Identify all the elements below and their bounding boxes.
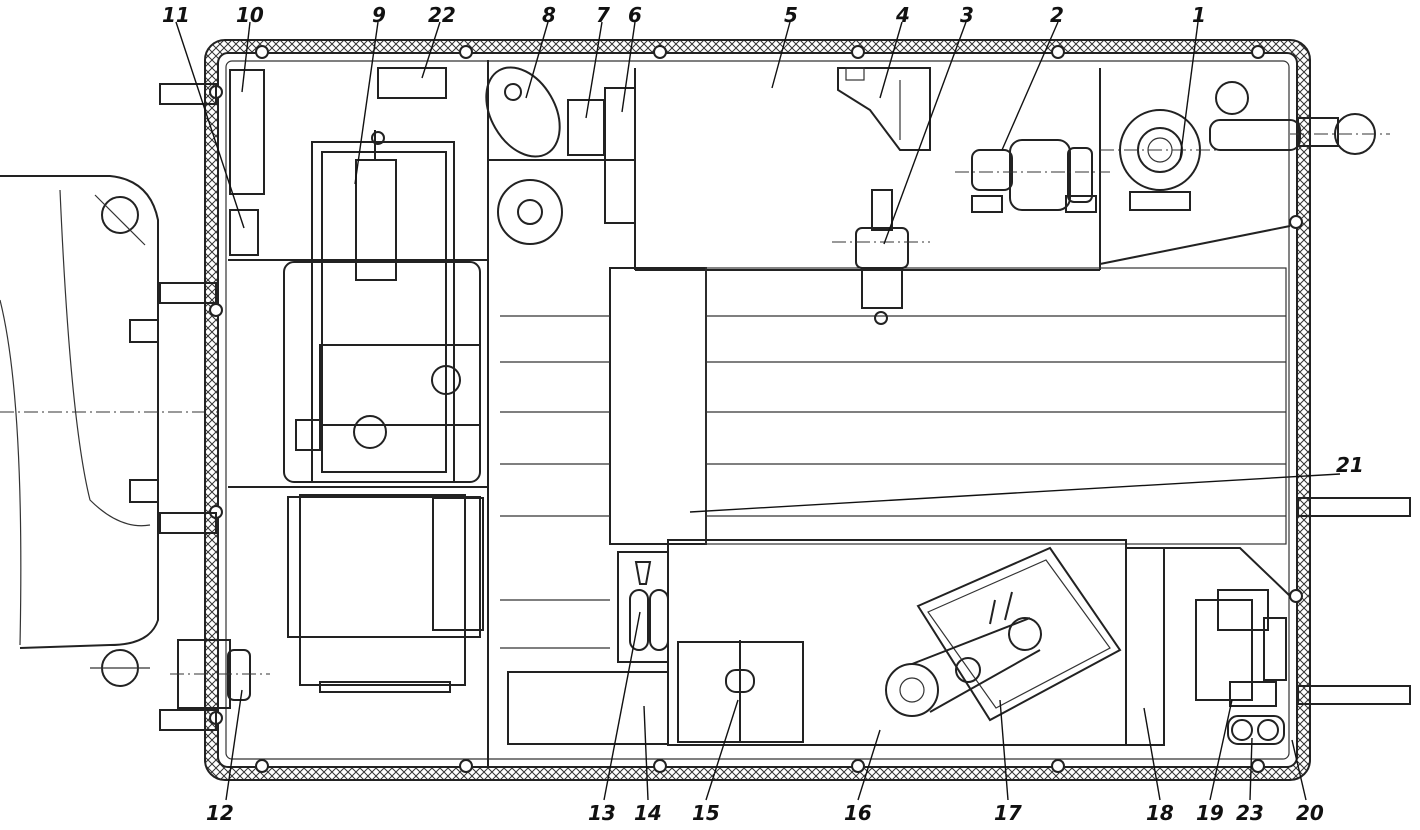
label-8: 8 [542,3,556,27]
label-15: 15 [692,801,720,825]
label-21: 21 [1336,453,1364,477]
label-7: 7 [596,3,610,27]
label-11: 11 [162,3,190,27]
label-10: 10 [236,3,264,27]
label-16: 16 [844,801,872,825]
tanks-area [485,66,636,245]
heater-unit [170,639,270,709]
central-bench [500,267,1287,649]
label-22: 22 [428,3,456,27]
cabinet-cutaway [837,67,931,151]
left-top-equipment [229,67,447,256]
left-attached-unit [0,175,320,687]
label-6: 6 [628,3,642,27]
label-9: 9 [372,3,386,27]
label-12: 12 [206,801,234,825]
label-13: 13 [588,801,616,825]
leader-lines [175,21,1341,801]
label-20: 20 [1296,801,1324,825]
machine-tool-lower [287,494,484,693]
label-17: 17 [994,801,1022,825]
wall-bolts [209,45,1303,773]
burner [629,561,669,651]
label-19: 19 [1196,801,1224,825]
bench-vise [832,189,930,325]
box-with-handle [677,640,804,743]
part-labels: 1 2 3 4 5 6 7 8 9 10 11 22 12 13 14 15 1… [162,3,1364,825]
label-4: 4 [895,3,910,27]
electric-motor [955,139,1110,213]
label-14: 14 [634,801,662,825]
label-23: 23 [1236,801,1264,825]
label-5: 5 [784,3,798,27]
drilling-machine [283,130,481,483]
label-2: 2 [1050,3,1064,27]
lever-press [885,546,1122,722]
label-18: 18 [1146,801,1174,825]
label-3: 3 [960,3,974,27]
compressor-unit [1100,81,1301,211]
label-1: 1 [1192,3,1206,27]
wall-pipes [159,83,1411,731]
generator-unit [1195,589,1287,745]
